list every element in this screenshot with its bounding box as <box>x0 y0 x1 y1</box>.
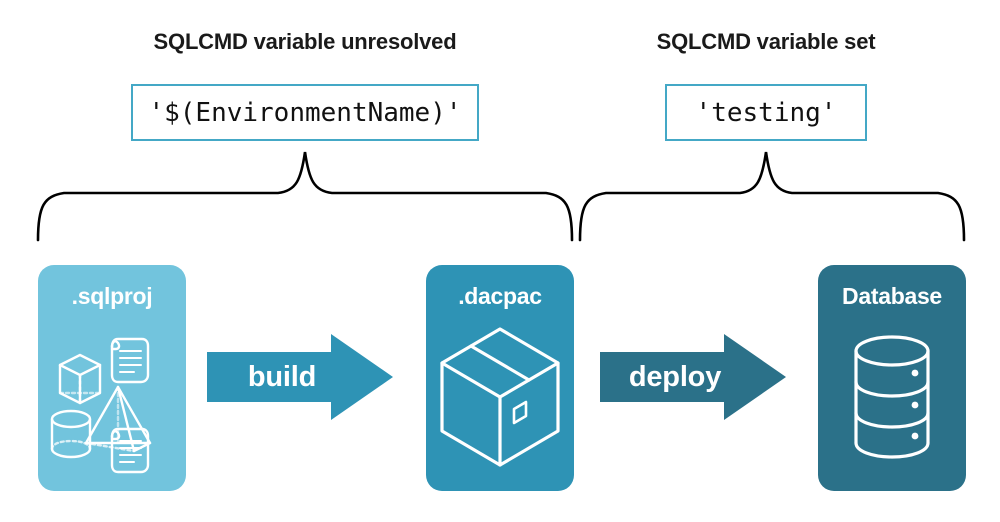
brace-right-icon <box>578 151 966 242</box>
section-heading-right: SQLCMD variable set <box>656 29 876 54</box>
code-value-box-left: '$(EnvironmentName)' <box>131 84 479 141</box>
scroll-icon <box>110 337 150 384</box>
pyramid-icon <box>84 385 152 453</box>
sqlproj-contents-icons <box>50 337 152 474</box>
artifact-box-database[interactable]: Database <box>818 265 966 491</box>
database-cylinder-icon <box>854 335 930 459</box>
arrow-deploy: deploy <box>600 334 786 420</box>
arrow-build-shape <box>207 334 393 420</box>
artifact-label-sqlproj: .sqlproj <box>71 283 153 309</box>
package-box-icon <box>440 327 560 467</box>
arrow-build: build <box>207 334 393 420</box>
cube-icon <box>58 353 102 405</box>
database-contents-icons <box>854 335 930 459</box>
arrow-deploy-shape <box>600 334 786 420</box>
code-value-box-right: 'testing' <box>665 84 867 141</box>
section-heading-left: SQLCMD variable unresolved <box>153 29 457 54</box>
cylinder-icon <box>50 409 92 459</box>
artifact-label-dacpac: .dacpac <box>458 283 542 309</box>
dacpac-contents-icons <box>440 327 560 467</box>
artifact-label-database: Database <box>842 283 942 309</box>
arrow-build-label: build <box>247 360 317 393</box>
artifact-box-sqlproj[interactable]: .sqlproj <box>38 265 186 491</box>
scroll-icon <box>110 427 150 474</box>
arrow-deploy-label: deploy <box>628 360 722 393</box>
code-value-text-left: '$(EnvironmentName)' <box>148 97 462 128</box>
brace-left-icon <box>36 151 574 242</box>
artifact-box-dacpac[interactable]: .dacpac <box>426 265 574 491</box>
code-value-text-right: 'testing' <box>695 97 837 128</box>
